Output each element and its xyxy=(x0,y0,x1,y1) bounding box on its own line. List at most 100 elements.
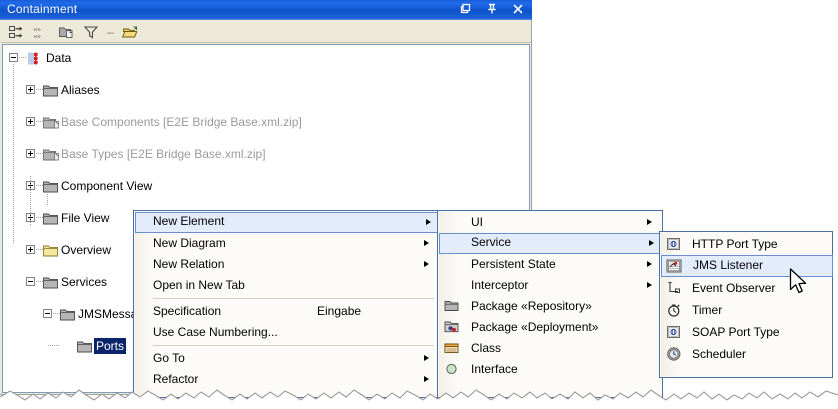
tree-label: Overview xyxy=(61,243,112,257)
filter-funnel-icon[interactable] xyxy=(82,23,100,41)
chevron-right-icon xyxy=(424,376,429,382)
menu-item-label: Service xyxy=(471,235,512,249)
svg-text:«»: «» xyxy=(34,24,42,33)
menu-item-label: Open in New Tab xyxy=(153,278,245,292)
open-folder-icon[interactable] xyxy=(121,23,139,41)
tree-row[interactable]: Services xyxy=(3,274,529,290)
chevron-right-icon xyxy=(647,261,652,267)
svg-text:«»: «» xyxy=(34,31,42,40)
menu-item-shortcut: Eingabe xyxy=(317,304,362,318)
tree-row[interactable]: Base Types [E2E Bridge Base.xml.zip] xyxy=(3,146,529,162)
tree-row[interactable]: Component View xyxy=(3,178,529,194)
expander-plus[interactable] xyxy=(26,117,35,126)
menu-item-new-relation[interactable]: New Relation xyxy=(135,254,438,275)
copy-icon[interactable] xyxy=(57,23,75,41)
expand-all-icon[interactable] xyxy=(7,23,25,41)
tree-label-selected: Ports xyxy=(94,338,127,354)
tree-label: File View xyxy=(61,211,110,225)
expander-minus[interactable] xyxy=(9,53,18,62)
menu-item-label: New Diagram xyxy=(153,236,226,250)
folder-icon xyxy=(43,84,59,97)
tree-label: Component View xyxy=(61,179,153,193)
tree-label: Services xyxy=(61,275,108,289)
submenu-item-http-port-type[interactable]: HTTP Port Type xyxy=(661,233,831,255)
chevron-right-icon xyxy=(424,261,429,267)
folder-icon xyxy=(43,212,59,225)
menu-separator xyxy=(153,345,434,346)
package-deployment-icon xyxy=(444,319,460,335)
tree-row[interactable]: Overview xyxy=(3,242,529,258)
menu-item-new-diagram[interactable]: New Diagram xyxy=(135,233,438,254)
service-submenu[interactable]: HTTP Port Type JMS Listener Event Observ… xyxy=(659,231,833,378)
menu-item-label: HTTP Port Type xyxy=(692,237,778,251)
tree-row[interactable]: Aliases xyxy=(3,82,529,98)
menu-item-label: Interface xyxy=(471,362,518,376)
menu-item-label: Use Case Numbering... xyxy=(153,325,278,339)
submenu-item-class[interactable]: Class xyxy=(439,338,661,359)
menu-item-label: Specification xyxy=(153,304,222,318)
panel-titlebar: Containment xyxy=(0,0,532,20)
jms-listener-icon xyxy=(666,258,682,274)
submenu-item-persistent-state[interactable]: Persistent State xyxy=(439,254,661,275)
menu-item-use-case-numbering[interactable]: Use Case Numbering... xyxy=(135,322,438,343)
tree-label: Base Components [E2E Bridge Base.xml.zip… xyxy=(61,115,302,129)
panel-title: Containment xyxy=(7,2,78,16)
new-element-submenu[interactable]: UI Service Persistent State Interceptor … xyxy=(437,210,663,398)
menu-item-label: Package «Deployment» xyxy=(471,320,599,334)
expander-plus[interactable] xyxy=(26,149,35,158)
menu-item-label: Timer xyxy=(692,303,723,317)
package-repository-icon xyxy=(444,298,460,314)
folder-locked-icon xyxy=(43,116,59,129)
menu-item-new-element[interactable]: New Element xyxy=(135,212,440,233)
tree-label: Data xyxy=(46,51,72,65)
chevron-right-icon xyxy=(647,219,652,225)
submenu-item-event-observer[interactable]: Event Observer xyxy=(661,277,831,299)
menu-item-label: JMS Listener xyxy=(693,258,764,272)
tree-row[interactable]: Base Components [E2E Bridge Base.xml.zip… xyxy=(3,114,529,130)
context-menu[interactable]: New Element New Diagram New Relation Ope… xyxy=(133,210,440,398)
menu-item-label: UI xyxy=(471,215,483,229)
soap-port-type-icon xyxy=(666,324,682,340)
menu-item-refactor[interactable]: Refactor xyxy=(135,369,438,390)
menu-item-go-to[interactable]: Go To xyxy=(135,348,438,369)
chevron-right-icon xyxy=(424,355,429,361)
folder-icon xyxy=(43,276,59,289)
menu-item-label: Scheduler xyxy=(692,347,747,361)
expander-plus[interactable] xyxy=(26,245,35,254)
submenu-item-interface[interactable]: Interface xyxy=(439,359,661,380)
chevron-right-icon xyxy=(647,282,652,288)
expander-minus[interactable] xyxy=(43,309,52,318)
menu-item-label: Refactor xyxy=(153,372,199,386)
tree-row[interactable]: Data xyxy=(3,50,529,66)
folder-icon xyxy=(77,340,93,353)
chevron-right-icon xyxy=(426,219,431,225)
menu-item-open-in-new-tab[interactable]: Open in New Tab xyxy=(135,275,438,296)
pin-icon[interactable] xyxy=(484,1,500,17)
submenu-item-scheduler[interactable]: Scheduler xyxy=(661,343,831,365)
submenu-item-package-repository[interactable]: Package «Repository» xyxy=(439,296,661,317)
http-port-type-icon xyxy=(666,236,682,252)
mouse-pointer xyxy=(789,268,807,294)
class-icon xyxy=(444,340,460,356)
tree-row-ports[interactable]: Ports xyxy=(3,338,529,354)
menu-item-label: Event Observer xyxy=(692,281,776,295)
submenu-item-soap-port-type[interactable]: SOAP Port Type xyxy=(661,321,831,343)
interface-icon xyxy=(444,361,460,377)
expander-plus[interactable] xyxy=(26,85,35,94)
submenu-item-package-deployment[interactable]: Package «Deployment» xyxy=(439,317,661,338)
folder-icon xyxy=(60,308,76,321)
submenu-item-interceptor[interactable]: Interceptor xyxy=(439,275,661,296)
restore-icon[interactable] xyxy=(458,1,474,17)
menu-item-label: Interceptor xyxy=(471,278,529,292)
close-icon[interactable] xyxy=(510,1,526,17)
stereotype-icon[interactable]: «»«» xyxy=(32,23,50,41)
menu-item-label: Go To xyxy=(153,351,185,365)
submenu-item-service[interactable]: Service xyxy=(439,233,663,254)
expander-minus[interactable] xyxy=(26,277,35,286)
submenu-item-timer[interactable]: Timer xyxy=(661,299,831,321)
data-root-icon xyxy=(27,52,43,65)
menu-item-specification[interactable]: Specification Eingabe xyxy=(135,301,438,322)
submenu-item-ui[interactable]: UI xyxy=(439,212,661,233)
menu-item-label: New Relation xyxy=(153,257,225,271)
